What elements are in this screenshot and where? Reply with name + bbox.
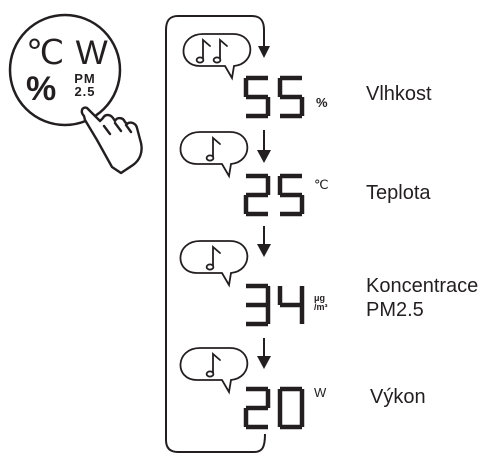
button-label-pm: PM (74, 71, 96, 86)
step-arrow-1 (257, 130, 271, 163)
down-arrow-icon (257, 356, 271, 369)
music-note-icon (212, 38, 228, 64)
label-temperature: Teplota (366, 182, 431, 204)
down-arrow-icon (257, 244, 271, 257)
unit-ug: μg (314, 293, 326, 303)
step-arrow-3 (257, 338, 271, 369)
button-label-percent: % (26, 70, 57, 108)
music-note-icon (195, 38, 211, 64)
label-pm25-line2: PM2.5 (366, 299, 424, 321)
step-arrow-2 (257, 226, 271, 257)
loop-line (165, 15, 266, 453)
music-note-icon (205, 352, 221, 378)
button-label-2-5: 2.5 (74, 84, 96, 99)
music-note-icon (205, 136, 221, 162)
seven-segment-display-power (243, 386, 305, 430)
seven-segment-display-pm25 (246, 283, 305, 327)
seven-segment-display-humidity (243, 75, 305, 119)
down-arrow-icon (258, 46, 270, 58)
button-circle[interactable] (8, 13, 122, 127)
unit-micrograms-per-m3: μg /m³ (314, 294, 328, 312)
label-humidity: Vlhkost (366, 83, 432, 105)
unit-watt: W (314, 385, 327, 400)
unit-percent: % (316, 95, 328, 110)
speech-bubble-icon (182, 33, 252, 81)
unit-per-m3: /m³ (314, 302, 328, 312)
unit-celsius: ℃ (314, 177, 329, 192)
button-label-pm25: PM 2.5 (70, 72, 100, 98)
down-arrow-icon (257, 150, 271, 163)
music-note-icon (205, 245, 221, 271)
pointing-hand-icon (80, 106, 143, 175)
button-label-line1: ℃ W (26, 34, 109, 72)
label-pm25-line1: Koncentrace (366, 275, 479, 297)
seven-segment-display-temperature (243, 173, 305, 217)
label-power: Výkon (370, 386, 426, 408)
